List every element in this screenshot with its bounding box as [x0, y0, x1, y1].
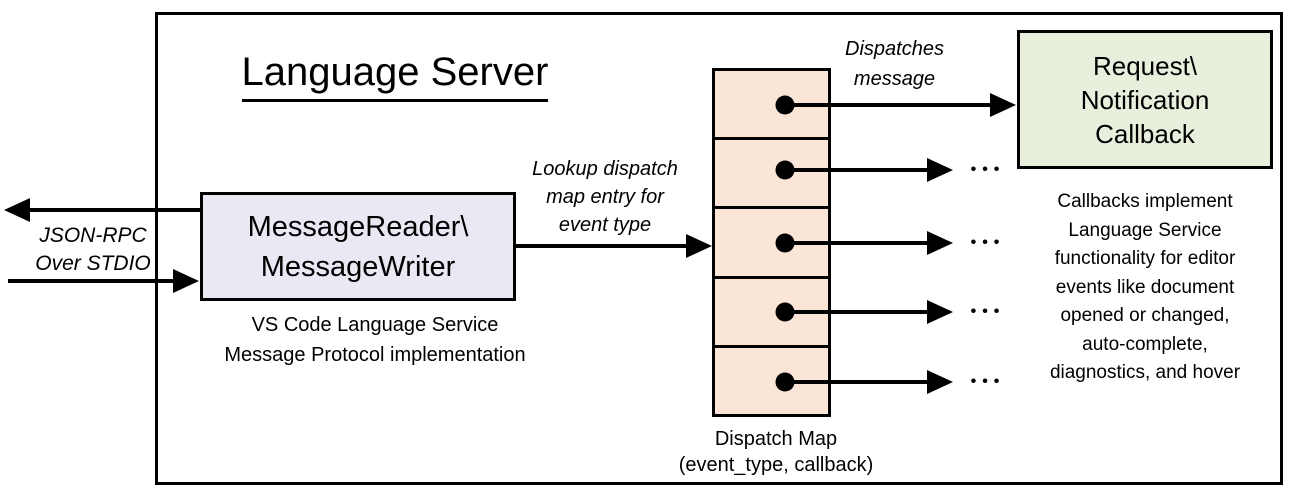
callback-note: Callbacks implement Language Service fun… [1049, 191, 1241, 383]
message-reader-caption: VS Code Language Service Message Protoco… [224, 314, 526, 366]
dispatch-cell-1 [715, 71, 828, 141]
diagram-title: Language Server [241, 50, 549, 102]
dispatch-map-caption: Dispatch Map (event_type, callback) [678, 428, 874, 476]
dispatch-map-node [712, 68, 831, 417]
json-rpc-stdio-label: JSON-RPC Over STDIO [35, 224, 151, 275]
language-server-frame [155, 12, 1283, 485]
ellipsis-icon: ••• [970, 161, 1006, 178]
callback-title: Request\ Notification Callback [1080, 50, 1210, 149]
dispatch-cell-4 [715, 279, 828, 348]
message-reader-title: MessageReader\ MessageWriter [247, 210, 469, 283]
callback-node: Request\ Notification Callback [1017, 30, 1273, 169]
ellipsis-icon: ••• [970, 303, 1006, 320]
dispatches-message-label: Dispatches message [845, 38, 944, 90]
page-title: Language Server [213, 50, 577, 102]
message-reader-node: MessageReader\ MessageWriter [200, 192, 516, 301]
ellipsis-icon: ••• [970, 234, 1006, 251]
dispatch-cell-3 [715, 209, 828, 279]
dispatch-cell-2 [715, 140, 828, 210]
dispatch-cell-5 [715, 348, 828, 414]
lookup-dispatch-label: Lookup dispatch map entry for event type [532, 158, 678, 236]
ellipsis-icon: ••• [970, 373, 1006, 390]
